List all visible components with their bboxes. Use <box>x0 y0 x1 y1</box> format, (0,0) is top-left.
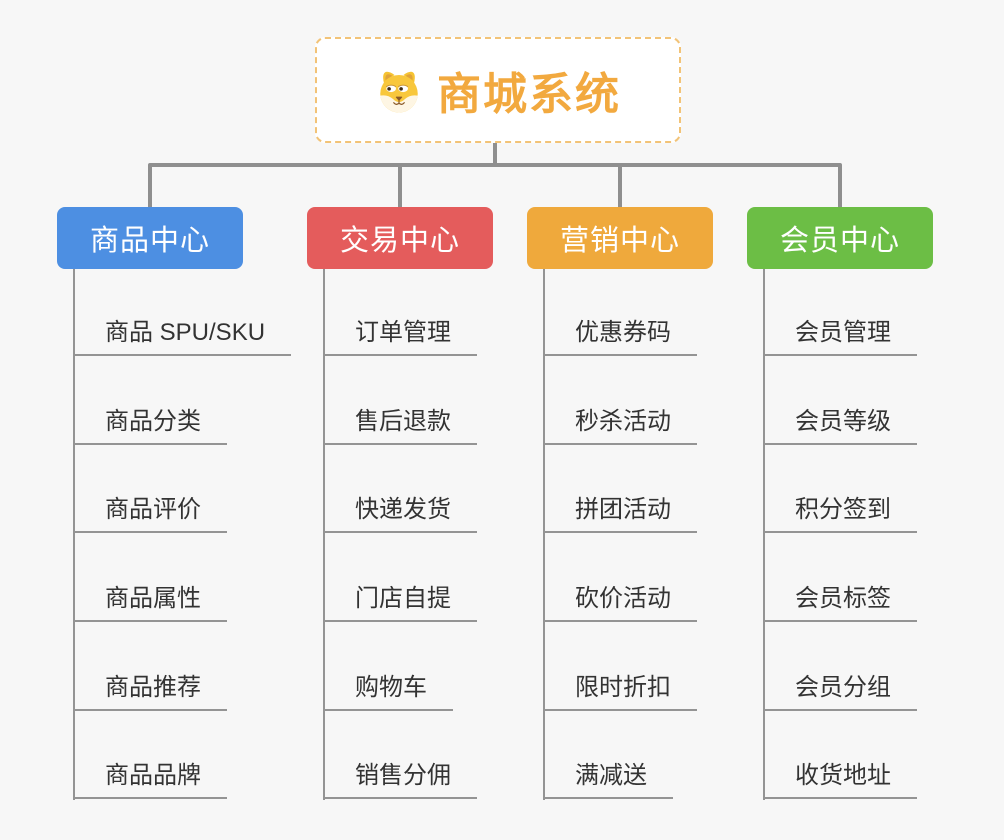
leaf-node[interactable]: 拼团活动 <box>543 496 697 533</box>
leaf-node[interactable]: 商品推荐 <box>73 674 227 711</box>
branch-node-marketing-center[interactable]: 营销中心 <box>527 207 713 269</box>
leaf-node[interactable]: 商品品牌 <box>73 762 227 799</box>
leaf-node[interactable]: 商品属性 <box>73 585 227 622</box>
leaf-node[interactable]: 商品评价 <box>73 496 227 533</box>
leaf-node[interactable]: 砍价活动 <box>543 585 697 622</box>
leaf-node[interactable]: 会员管理 <box>763 319 917 356</box>
leaf-node[interactable]: 收货地址 <box>763 762 917 799</box>
leaf-node[interactable]: 会员分组 <box>763 674 917 711</box>
leaf-node[interactable]: 快递发货 <box>323 496 477 533</box>
branch-spine-trade-center <box>323 269 325 800</box>
leaf-node[interactable]: 满减送 <box>543 762 673 799</box>
connector-lines <box>148 141 842 212</box>
leaf-node[interactable]: 优惠券码 <box>543 319 697 356</box>
branch-spine-product-center <box>73 269 75 800</box>
leaf-node[interactable]: 购物车 <box>323 674 453 711</box>
root-node[interactable]: 商城系统 <box>315 37 681 143</box>
leaf-node[interactable]: 会员等级 <box>763 408 917 445</box>
branch-node-trade-center[interactable]: 交易中心 <box>307 207 493 269</box>
leaf-node[interactable]: 订单管理 <box>323 319 477 356</box>
root-title: 商城系统 <box>437 70 621 119</box>
doge-icon <box>380 71 418 113</box>
branch-node-member-center[interactable]: 会员中心 <box>747 207 933 269</box>
leaf-node[interactable]: 售后退款 <box>323 408 477 445</box>
branch-spine-marketing-center <box>543 269 545 800</box>
leaf-node[interactable]: 会员标签 <box>763 585 917 622</box>
leaf-node[interactable]: 商品分类 <box>73 408 227 445</box>
connector-span <box>148 163 842 212</box>
leaf-node[interactable]: 门店自提 <box>323 585 477 622</box>
leaf-node[interactable]: 限时折扣 <box>543 674 697 711</box>
branch-node-product-center[interactable]: 商品中心 <box>57 207 243 269</box>
branch-spine-member-center <box>763 269 765 800</box>
leaf-node[interactable]: 销售分佣 <box>323 762 477 799</box>
leaf-node[interactable]: 秒杀活动 <box>543 408 697 445</box>
leaf-node[interactable]: 积分签到 <box>763 496 917 533</box>
leaf-node[interactable]: 商品 SPU/SKU <box>73 319 292 356</box>
